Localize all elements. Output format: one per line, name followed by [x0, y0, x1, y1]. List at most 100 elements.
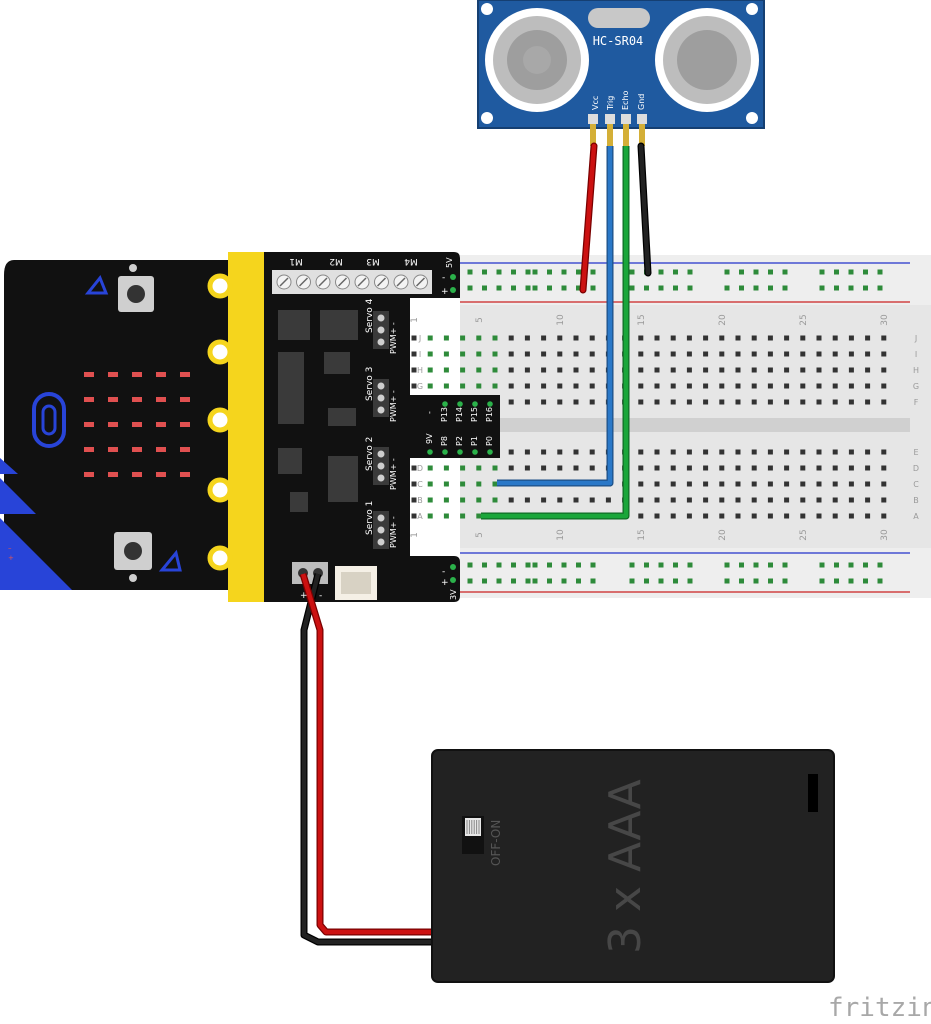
rail-label-5v: 5V	[445, 257, 454, 268]
row-letter: F	[914, 398, 919, 407]
led	[132, 447, 142, 452]
led	[156, 397, 166, 402]
led	[84, 422, 94, 427]
led	[180, 372, 190, 377]
microbit: – +	[0, 252, 268, 602]
center-channel	[420, 418, 910, 432]
row-letter: A	[913, 512, 919, 521]
row-letter: I	[419, 350, 421, 359]
column-number: 5	[475, 317, 485, 323]
svg-text:PWM+ -: PWM+ -	[389, 322, 398, 354]
motor-driver-board: M1 M2 M3 M4 5V - + + - 3V Servo 4 Servo …	[264, 252, 500, 602]
led	[132, 472, 142, 477]
svg-text:-: -	[442, 567, 445, 577]
column-number: 5	[475, 532, 485, 538]
row-letter: B	[913, 496, 919, 505]
led	[84, 472, 94, 477]
row-letter: I	[915, 350, 917, 359]
svg-text:-: -	[442, 273, 445, 283]
column-number: 30	[880, 529, 890, 541]
led	[84, 372, 94, 377]
sensor-model-label: HC-SR04	[593, 34, 644, 48]
led	[180, 472, 190, 477]
motor-label-m4: M4	[404, 256, 418, 266]
pin-label-p14: P14	[455, 407, 464, 422]
servo-headers	[373, 311, 389, 549]
button-b-cap[interactable]	[124, 542, 142, 560]
pin-label-p8: P8	[440, 436, 449, 446]
motor-label-m2: M2	[329, 256, 343, 266]
led	[108, 422, 118, 427]
driver-chips	[278, 310, 358, 512]
led	[156, 472, 166, 477]
transducer-right	[655, 8, 759, 112]
led-matrix	[84, 372, 190, 477]
led	[108, 447, 118, 452]
svg-text:+: +	[8, 554, 14, 562]
led	[132, 397, 142, 402]
svg-text:-: -	[425, 411, 434, 414]
column-number: 30	[880, 314, 890, 326]
transducer-left	[485, 8, 589, 112]
led	[180, 397, 190, 402]
led	[132, 372, 142, 377]
column-number: 10	[556, 529, 566, 541]
battery-label: 3 x AAA	[600, 779, 651, 954]
rail-holes	[467, 269, 883, 584]
led	[156, 422, 166, 427]
svg-text:+: +	[441, 578, 449, 588]
pin-label-vcc: Vcc	[591, 96, 600, 110]
column-number: 25	[799, 314, 809, 325]
terminal-holes	[411, 335, 887, 519]
pin-label-p16: P16	[485, 407, 494, 422]
svg-text:+: +	[441, 287, 449, 297]
row-letter: A	[417, 512, 423, 521]
led	[180, 447, 190, 452]
pin-label-p15: P15	[470, 407, 479, 422]
jack-minus-label: -	[319, 591, 322, 601]
row-letter: C	[913, 480, 919, 489]
led	[156, 372, 166, 377]
column-number: 1	[410, 532, 420, 538]
led	[132, 422, 142, 427]
servo-label-3: Servo 3	[365, 367, 375, 401]
led	[108, 397, 118, 402]
microbit-logo	[32, 392, 66, 448]
row-letter: J	[914, 334, 917, 343]
switch-label: OFF-ON	[489, 820, 503, 866]
column-number: 1	[410, 317, 420, 323]
row-letter: G	[417, 382, 423, 391]
led	[156, 447, 166, 452]
pin-label-9v: 9V	[425, 433, 434, 444]
svg-text:PWM+ -: PWM+ -	[389, 390, 398, 422]
column-number: 20	[718, 314, 728, 326]
pin-label-p2: P2	[455, 436, 464, 446]
row-letter: G	[913, 382, 919, 391]
led	[84, 397, 94, 402]
led	[108, 472, 118, 477]
svg-text:PWM+ -: PWM+ -	[389, 516, 398, 548]
button-a-cap[interactable]	[127, 285, 145, 303]
pin-label-gnd: Gnd	[637, 94, 646, 110]
svg-text:–: –	[8, 544, 12, 552]
gpio-header: - 9V P8 P2 P13 P14 P1 P15 P0 P16	[425, 401, 494, 455]
led	[180, 422, 190, 427]
row-letter: C	[417, 480, 423, 489]
row-letter: E	[913, 448, 918, 457]
svg-text:PWM+ -: PWM+ -	[389, 458, 398, 490]
jack-plus-label: +	[300, 591, 308, 601]
servo-label-2: Servo 2	[365, 437, 375, 471]
led	[84, 447, 94, 452]
wires: + -	[299, 142, 652, 946]
motor-label-m1: M1	[289, 256, 303, 266]
servo-label-1: Servo 1	[365, 501, 375, 535]
row-letter: D	[913, 464, 919, 473]
fritzing-logo: fritzing	[828, 993, 931, 1023]
row-letter: D	[417, 464, 423, 473]
bottom-power-rail	[460, 548, 931, 598]
wire-battery-red	[299, 572, 434, 936]
column-number: 15	[637, 314, 647, 325]
